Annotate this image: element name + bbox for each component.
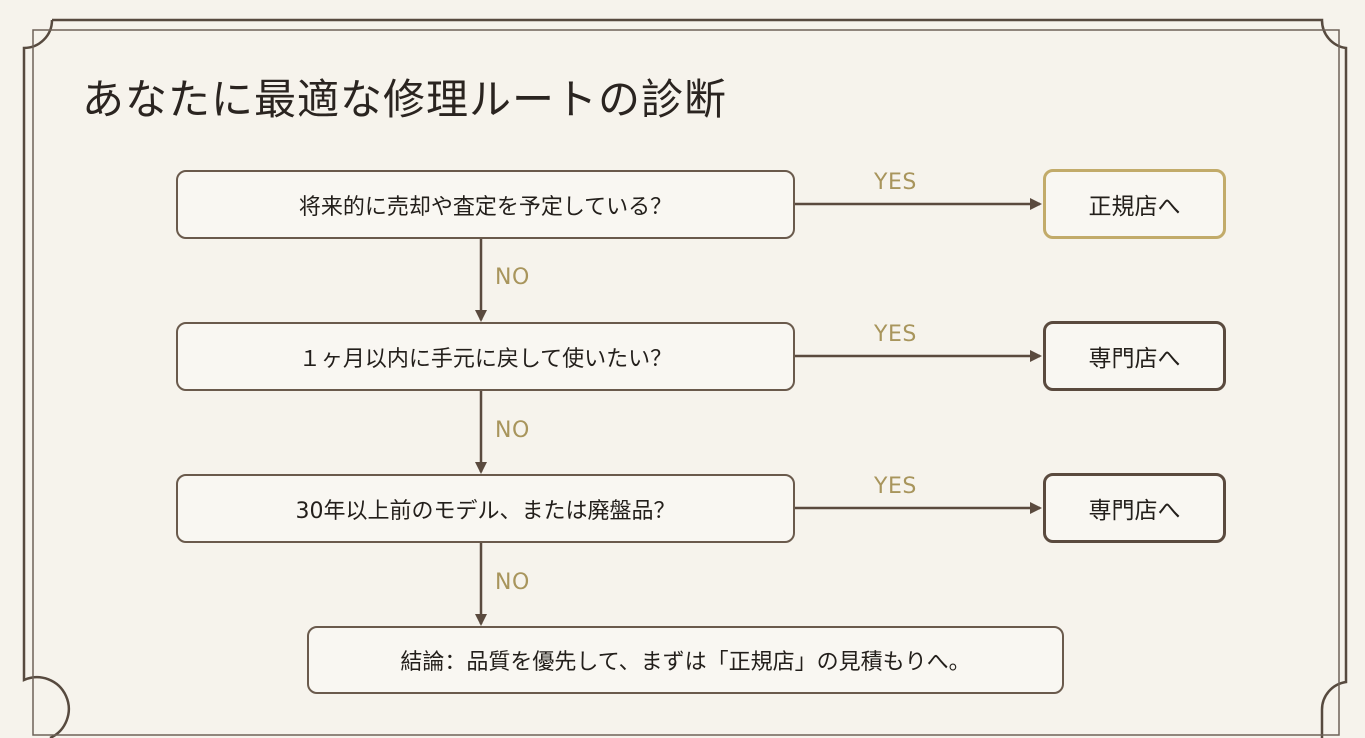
question-node-2: １ヶ月以内に手元に戻して使いたい？ bbox=[176, 322, 795, 391]
no-label-3: NO bbox=[495, 570, 530, 595]
question-text-3: 30年以上前のモデル、または廃盤品？ bbox=[295, 498, 676, 524]
conclusion-node: 結論：品質を優先して、まずは「正規店」の見積もりへ。 bbox=[307, 626, 1064, 694]
question-text-2: １ヶ月以内に手元に戻して使いたい？ bbox=[298, 346, 673, 372]
result-node-authorized-store: 正規店へ bbox=[1043, 169, 1226, 239]
no-label-2: NO bbox=[495, 418, 530, 443]
conclusion-text: 結論：品質を優先して、まずは「正規店」の見積もりへ。 bbox=[400, 650, 971, 675]
result-node-specialist-store-2: 専門店へ bbox=[1043, 473, 1226, 543]
question-text-1: 将来的に売却や査定を予定している？ bbox=[298, 194, 673, 220]
result-text-1: 正規店へ bbox=[1088, 194, 1181, 220]
yes-label-1: YES bbox=[874, 170, 917, 195]
question-node-3: 30年以上前のモデル、または廃盤品？ bbox=[176, 474, 795, 543]
yes-label-3: YES bbox=[874, 474, 917, 499]
no-label-1: NO bbox=[495, 265, 530, 290]
question-node-1: 将来的に売却や査定を予定している？ bbox=[176, 170, 795, 239]
page-title: あなたに最適な修理ルートの診断 bbox=[82, 75, 728, 124]
yes-label-2: YES bbox=[874, 322, 917, 347]
result-text-3: 専門店へ bbox=[1088, 498, 1181, 524]
result-text-2: 専門店へ bbox=[1088, 346, 1181, 372]
result-node-specialist-store-1: 専門店へ bbox=[1043, 321, 1226, 391]
